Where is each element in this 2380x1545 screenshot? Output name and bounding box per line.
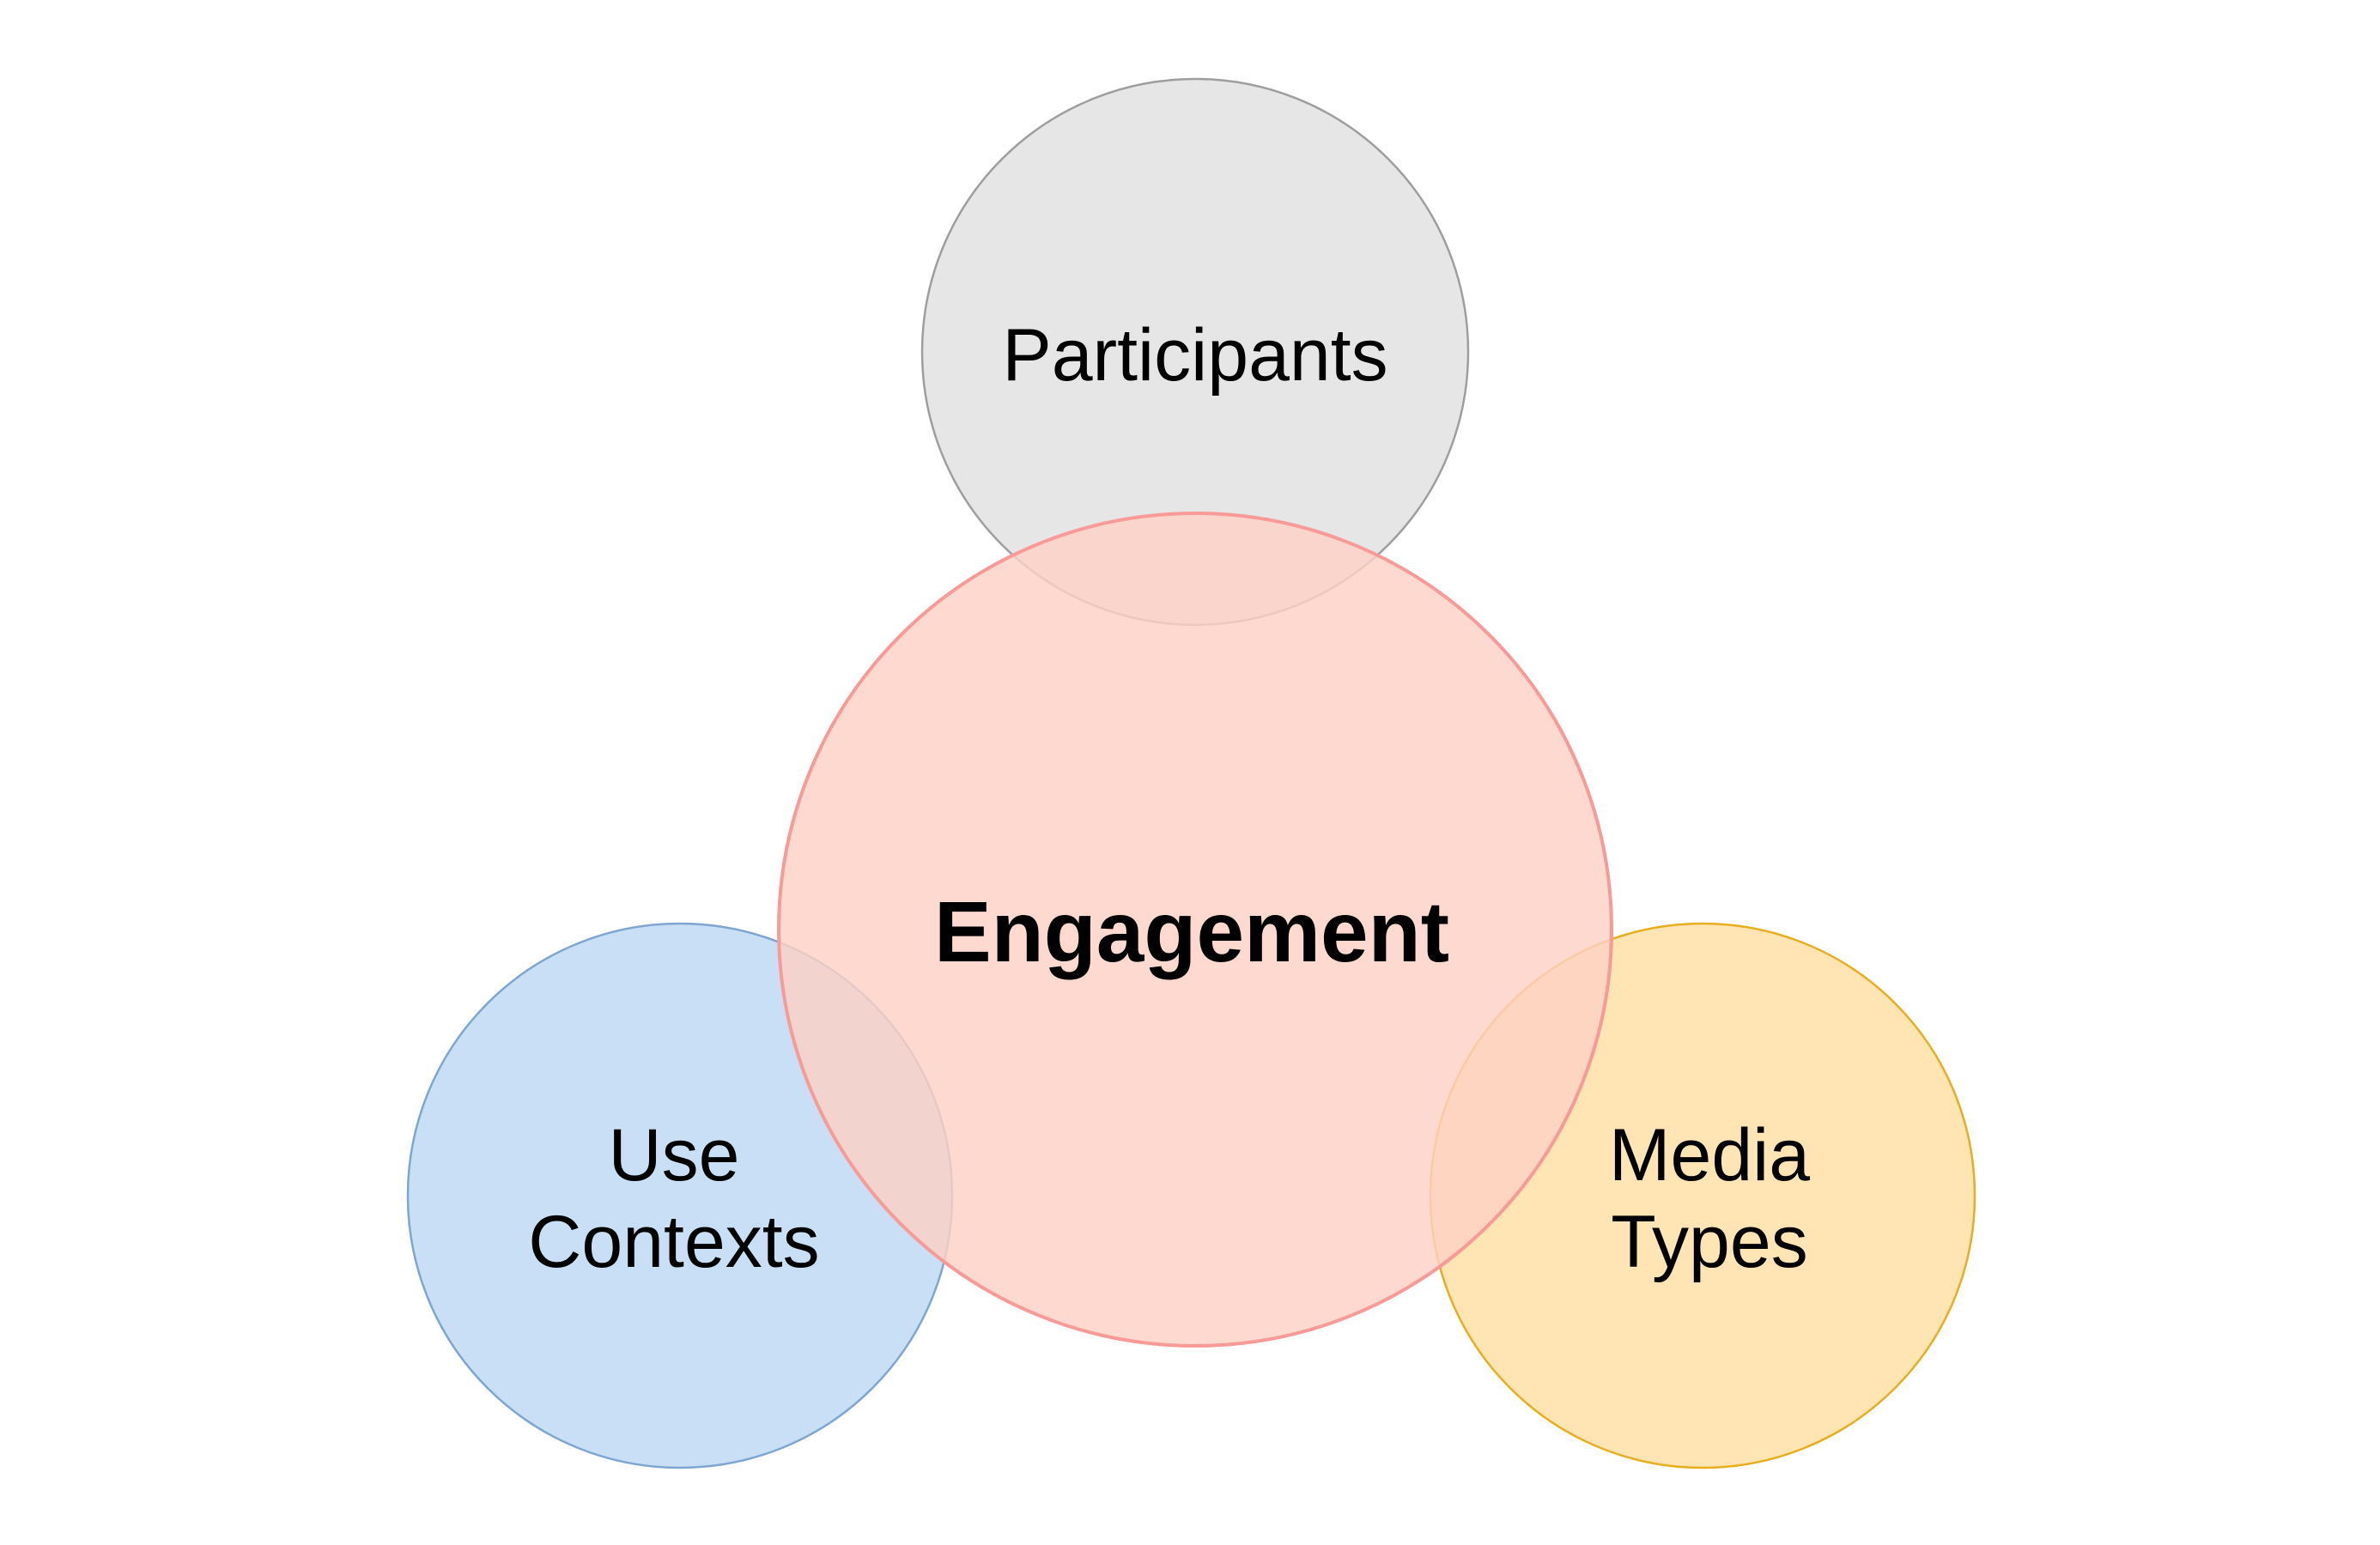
media-types-label-line-2: Types bbox=[1611, 1201, 1807, 1283]
engagement-label: Engagement bbox=[934, 884, 1449, 980]
media-types-label-line-1: Media bbox=[1609, 1114, 1810, 1197]
use-contexts-label-line-2: Contexts bbox=[528, 1201, 819, 1283]
use-contexts-label-line-1: Use bbox=[609, 1114, 740, 1197]
engagement-circle bbox=[777, 512, 1613, 1348]
participants-label: Participants bbox=[1002, 314, 1387, 397]
